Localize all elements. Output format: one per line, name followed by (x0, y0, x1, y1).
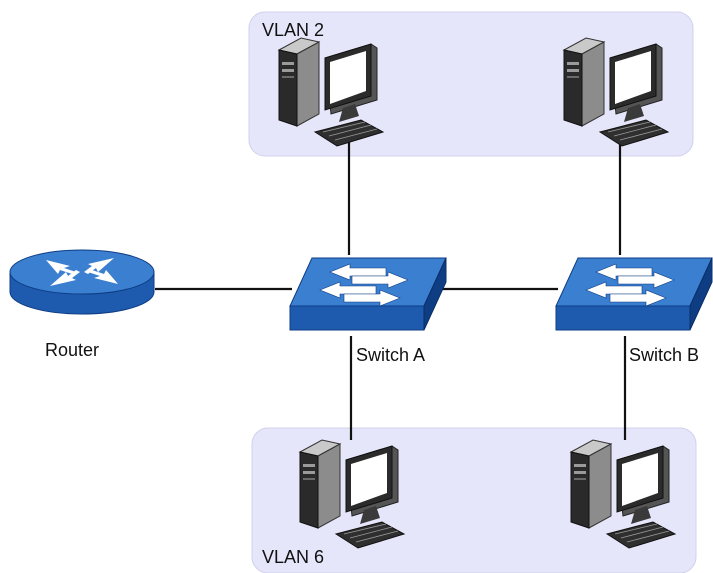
vlan-6-label: VLAN 6 (262, 547, 324, 567)
router-label: Router (45, 340, 99, 360)
switch-a-label: Switch A (356, 345, 425, 365)
switch-icon (289, 257, 447, 331)
switch-icon (555, 257, 713, 331)
vlan-2-label: VLAN 2 (262, 20, 324, 40)
router-icon (9, 249, 155, 315)
switch-b-label: Switch B (629, 345, 699, 365)
